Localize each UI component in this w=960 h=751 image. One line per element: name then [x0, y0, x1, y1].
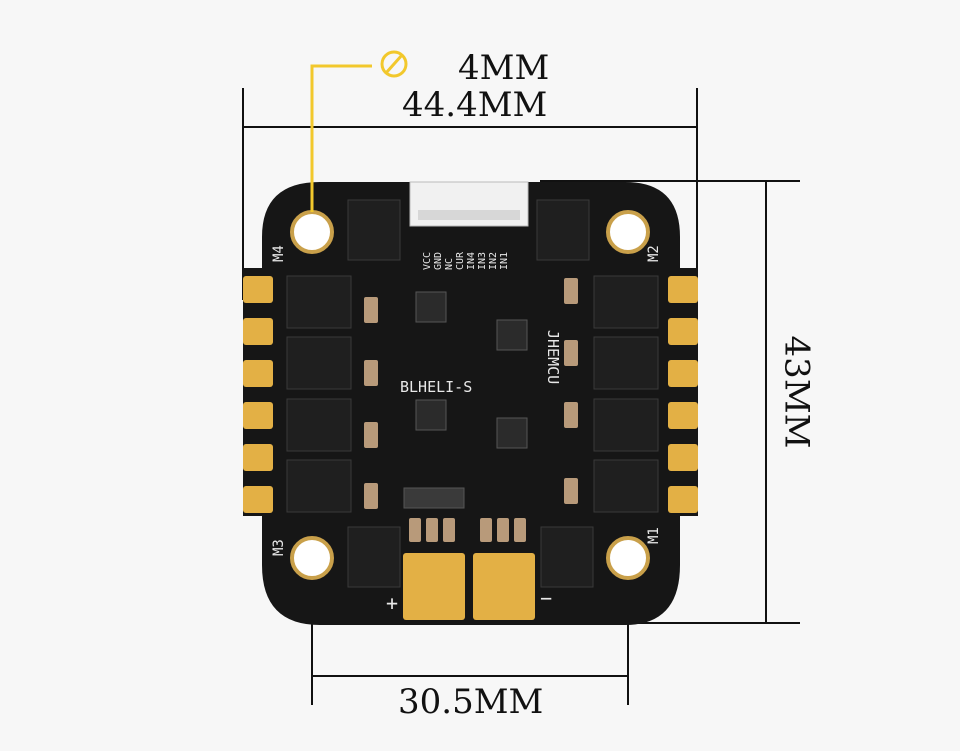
board-height-label: 43MM [776, 335, 817, 449]
motor-pads-right [668, 276, 698, 513]
dimension-lines [242, 88, 800, 705]
motor-label-m2: M2 [646, 245, 662, 262]
ics [403, 291, 528, 509]
pin-label-in1: IN1 [499, 252, 510, 270]
brand-label: JHEMCU [544, 330, 562, 384]
pin-label-in4: IN4 [466, 252, 477, 270]
hole-diameter-label: 4MM [458, 48, 550, 88]
power-minus-label: − [540, 586, 552, 610]
motor-pads-left [243, 276, 273, 513]
mount-spacing-label: 30.5MM [398, 682, 544, 722]
pin-label-nc: NC [444, 258, 455, 270]
pin-label-in3: IN3 [477, 252, 488, 270]
pin-label-gnd: GND [433, 252, 444, 270]
mosfets [286, 199, 659, 588]
firmware-label: BLHELI-S [400, 378, 472, 396]
capacitors [364, 278, 578, 542]
power-plus-label: + [386, 591, 398, 615]
hole-marker [310, 50, 408, 212]
esc-board [243, 182, 698, 625]
pin-label-in2: IN2 [488, 252, 499, 270]
pin-label-vcc: VCC [422, 252, 433, 270]
motor-label-m1: M1 [646, 527, 662, 544]
motor-label-m3: M3 [271, 539, 287, 556]
mount-holes [290, 210, 650, 580]
motor-label-m4: M4 [271, 245, 287, 262]
board-width-label: 44.4MM [402, 85, 548, 125]
connector [409, 181, 529, 227]
power-pads [403, 553, 535, 620]
pin-label-cur: CUR [455, 251, 466, 270]
